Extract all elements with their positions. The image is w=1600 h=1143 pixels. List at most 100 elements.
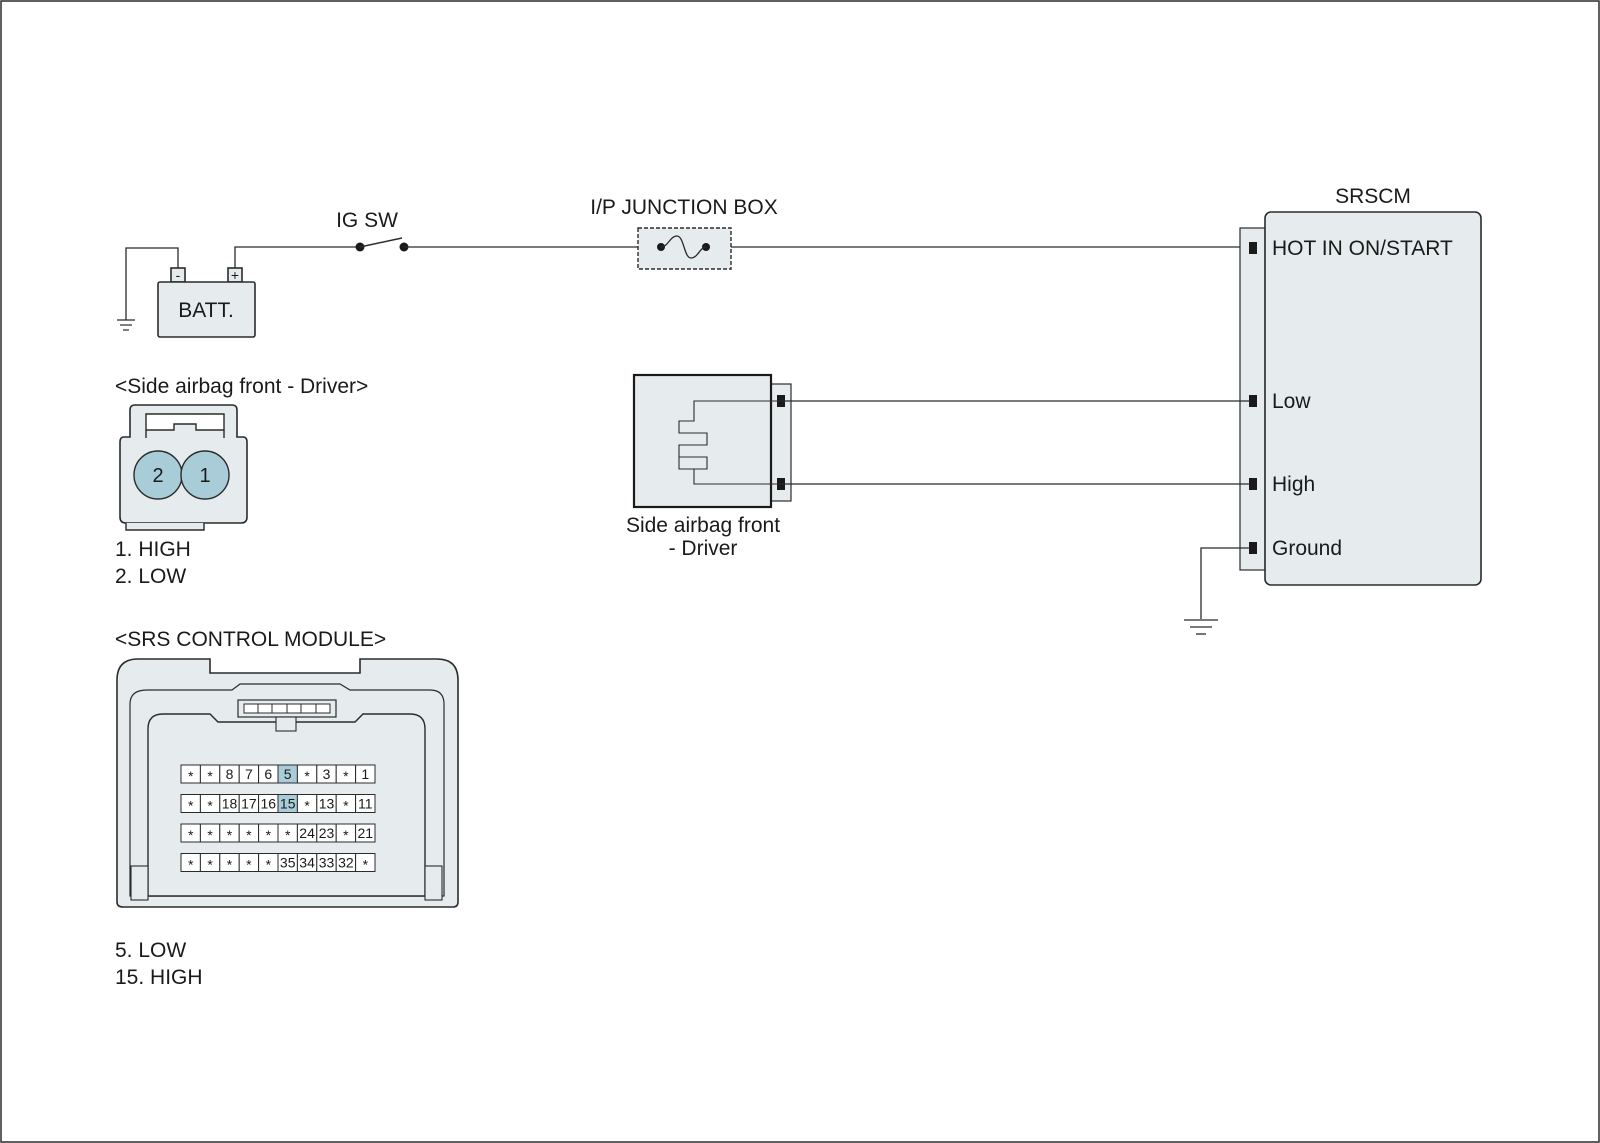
srs-pin-blank: * — [258, 853, 279, 873]
srs-pin-label: 17 — [241, 796, 257, 812]
srs-pin-label: * — [343, 768, 349, 784]
airbag-pin-1-label: 1 — [199, 465, 210, 487]
srs-pin-label: 23 — [319, 825, 335, 841]
srs-pin-label: * — [246, 857, 252, 873]
airbag-legend-1: 1. HIGH — [115, 538, 191, 561]
srs-pin-1: 1 — [355, 764, 376, 784]
srs-pin-label: * — [207, 798, 213, 814]
srs-pin-label: 15 — [280, 796, 296, 812]
srs-pin-13: 13 — [316, 794, 337, 813]
srs-pin-label: * — [343, 798, 349, 814]
srs-pin-label: * — [304, 798, 310, 814]
srs-pin-35: 35 — [277, 853, 298, 872]
srs-pin-label: * — [266, 857, 272, 873]
module-pin-high-label: High — [1272, 473, 1315, 496]
srs-pin-blank: * — [238, 823, 260, 843]
srs-pin-label: 8 — [226, 766, 234, 782]
srs-pin-label: * — [188, 798, 194, 814]
srs-pin-8: 8 — [219, 764, 240, 784]
srs-pin-label: * — [227, 857, 233, 873]
srs-pin-blank: * — [335, 794, 357, 814]
srs-pin-15: 15 — [277, 794, 298, 813]
airbag-connector-title: <Side airbag front - Driver> — [115, 375, 368, 398]
srs-pin-label: * — [188, 857, 194, 873]
srs-pin-label: * — [363, 857, 369, 873]
srs-pin-blank: * — [219, 823, 240, 843]
srs-pin-label: * — [207, 857, 213, 873]
srs-pin-23: 23 — [316, 823, 337, 843]
pin-terminal-hot — [1249, 242, 1257, 254]
srs-pin-21: 21 — [355, 823, 376, 843]
srs-pin-17: 17 — [238, 794, 260, 813]
ignition-switch: IG SW — [336, 209, 409, 252]
srs-pin-blank: * — [199, 764, 221, 784]
srs-pin-blank: * — [355, 853, 376, 873]
srs-pin-16: 16 — [258, 794, 279, 813]
srs-pin-label: * — [188, 768, 194, 784]
srs-pin-label: * — [246, 827, 252, 843]
srscm-module: SRSCM HOT IN ON/START Low High Ground — [1239, 185, 1482, 586]
srs-pin-blank: * — [199, 823, 221, 843]
srs-pin-label: 1 — [361, 766, 369, 782]
srs-pin-7: 7 — [238, 764, 260, 784]
srs-pin-24: 24 — [296, 823, 318, 843]
srs-pin-label: 24 — [299, 825, 315, 841]
pin-terminal-high — [1249, 478, 1257, 490]
srs-pin-blank: * — [180, 764, 201, 784]
module-pin-hot-label: HOT IN ON/START — [1272, 237, 1453, 260]
fuse-icon — [657, 235, 710, 259]
side-lock-left — [130, 865, 149, 901]
srs-pin-blank: * — [335, 764, 357, 784]
srs-pin-18: 18 — [219, 794, 240, 813]
ig-switch-label: IG SW — [336, 209, 398, 232]
srs-pin-blank: * — [199, 853, 221, 873]
srs-pin-label: * — [207, 827, 213, 843]
srs-pin-blank: * — [335, 823, 357, 843]
srs-pin-label: 21 — [358, 825, 374, 841]
srs-pin-blank: * — [277, 823, 298, 843]
battery-label: BATT. — [178, 299, 234, 322]
srs-pin-blank: * — [296, 794, 318, 814]
junction-box: I/P JUNCTION BOX — [590, 196, 778, 270]
squib-icon — [678, 400, 785, 485]
srs-pin-label: * — [285, 827, 291, 843]
module-ground-icon — [1184, 619, 1218, 635]
pin-terminal-ground — [1249, 542, 1257, 554]
module-title: SRSCM — [1335, 185, 1411, 208]
srs-pin-32: 32 — [335, 853, 357, 872]
srs-pin-label: 18 — [222, 796, 238, 812]
battery-neg-label: - — [176, 267, 181, 283]
srs-pin-label: 7 — [245, 766, 253, 782]
airbag-label-line1: Side airbag front — [626, 514, 780, 537]
srs-pin-blank: * — [258, 823, 279, 843]
side-airbag-component: Side airbag front - Driver — [626, 373, 792, 560]
srs-pin-blank: * — [180, 853, 201, 873]
srs-pin-label: 11 — [358, 796, 373, 812]
srs-pin-blank: * — [180, 794, 201, 814]
srs-pin-33: 33 — [316, 853, 337, 872]
srs-legend-2: 15. HIGH — [115, 966, 203, 989]
airbag-connector-face: <Side airbag front - Driver> 2 1 1. HIGH… — [115, 375, 368, 588]
connector-latch — [237, 699, 337, 732]
srs-pin-label: * — [266, 827, 272, 843]
airbag-pin-2-label: 2 — [152, 465, 163, 487]
srs-pin-label: 33 — [319, 855, 335, 871]
srs-pin-blank: * — [219, 853, 240, 873]
srs-pin-label: * — [207, 768, 213, 784]
module-pin-ground-label: Ground — [1272, 537, 1342, 560]
module-pin-low-label: Low — [1272, 390, 1311, 413]
srs-pin-label: 3 — [323, 766, 331, 782]
srs-pin-label: 34 — [299, 855, 315, 871]
battery-symbol: - + BATT. — [117, 247, 256, 338]
airbag-pin-1 — [180, 450, 230, 500]
srs-pin-5: 5 — [277, 764, 298, 784]
airbag-label-line2: - Driver — [669, 537, 738, 560]
srs-pin-3: 3 — [316, 764, 337, 784]
srs-pin-blank: * — [180, 823, 201, 843]
airbag-legend-2: 2. LOW — [115, 565, 186, 588]
srs-pin-label: 35 — [280, 855, 296, 871]
srs-pin-11: 11 — [355, 794, 376, 813]
